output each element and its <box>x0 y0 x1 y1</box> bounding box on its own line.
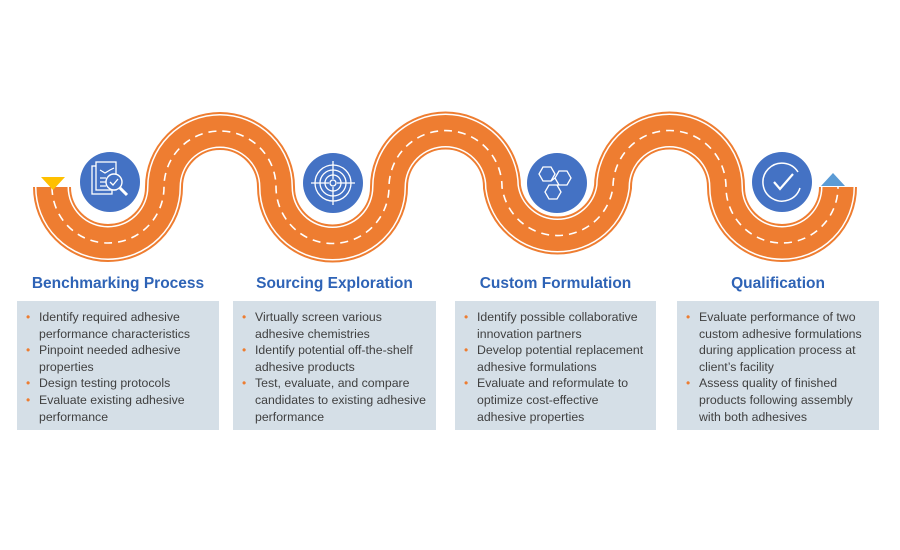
stage-title: Custom Formulation <box>479 275 632 292</box>
bullet-text: Evaluate performance of two custom adhes… <box>699 310 862 374</box>
road-center-dashes <box>51 129 839 245</box>
bullet-text: Evaluate and reformulate to optimize cos… <box>477 376 629 424</box>
stage-4: Qualification • Evaluate performance of tw… <box>677 270 879 435</box>
icon-circle <box>752 152 812 212</box>
bullet-item: • Evaluate performance of two custom adhe… <box>685 309 871 375</box>
bullet-item: • Design testing protocols <box>25 375 211 392</box>
bullet-dot-icon: • <box>464 310 469 324</box>
bullet-item: • Identify potential off-the-shelf adhesi… <box>241 342 428 375</box>
bullet-text: Identify potential off-the-shelf adhesiv… <box>255 343 413 374</box>
checkmark-circle-icon <box>752 152 812 212</box>
bullet-dot-icon: • <box>26 376 31 391</box>
bullet-text: Identify required adhesive performance c… <box>39 310 191 341</box>
bullet-text: Test, evaluate, and compare candidates t… <box>255 376 426 424</box>
bullet-text: Virtually screen various adhesive chemis… <box>255 310 382 341</box>
stage-1: Benchmarking Process • Identify required a… <box>17 270 219 435</box>
stage-title: Sourcing Exploration <box>256 275 413 292</box>
bullet-dot-icon: • <box>686 376 691 391</box>
bullet-item: • Test, evaluate, and compare candidates … <box>241 375 428 425</box>
stage-panel: • Virtually screen various adhesive chemi… <box>233 301 436 430</box>
bullet-list: • Identify possible collaborative innovat… <box>463 309 648 425</box>
stage-panel: • Identify required adhesive performance … <box>17 301 219 430</box>
bullet-dot-icon: • <box>242 310 247 324</box>
bullet-dot-icon: • <box>464 376 469 391</box>
bullet-dot-icon: • <box>26 392 31 407</box>
bullet-text: Pinpoint needed adhesive properties <box>39 343 181 374</box>
bullet-item: • Develop potential replacement adhesive … <box>463 342 648 375</box>
bullet-item: • Assess quality of finished products fol… <box>685 375 871 425</box>
bullet-item: • Evaluate existing adhesive performance <box>25 392 211 425</box>
bullet-dot-icon: • <box>26 310 31 324</box>
icon-circle <box>303 153 363 213</box>
target-crosshair-icon <box>303 153 363 213</box>
bullet-item: • Identify required adhesive performance … <box>25 309 211 342</box>
bullet-text: Design testing protocols <box>39 376 171 391</box>
stage-2: Sourcing Exploration • Virtually screen va… <box>233 270 436 435</box>
molecule-hexagon-icon <box>527 153 587 213</box>
bullet-dot-icon: • <box>26 343 31 358</box>
bullet-item: • Evaluate and reformulate to optimize co… <box>463 375 648 425</box>
bullet-list: • Identify required adhesive performance … <box>25 309 211 425</box>
bullet-text: Assess quality of finished products foll… <box>699 376 853 424</box>
bullet-item: • Identify possible collaborative innovat… <box>463 309 648 342</box>
bullet-text: Identify possible collaborative innovati… <box>477 310 638 341</box>
start-triangle <box>41 177 65 190</box>
stage-title: Qualification <box>731 275 825 292</box>
bullet-list: • Evaluate performance of two custom adhe… <box>685 309 871 425</box>
end-triangle <box>821 173 845 186</box>
bullet-list: • Virtually screen various adhesive chemi… <box>241 309 428 425</box>
icon-circle <box>527 153 587 213</box>
bullet-item: • Pinpoint needed adhesive properties <box>25 342 211 375</box>
bullet-dot-icon: • <box>686 310 691 324</box>
bullet-dot-icon: • <box>242 343 247 358</box>
bullet-dot-icon: • <box>242 376 247 391</box>
stage-3: Custom Formulation • Identify possible col… <box>455 270 656 435</box>
bullet-item: • Virtually screen various adhesive chemi… <box>241 309 428 342</box>
stage-panel: • Identify possible collaborative innovat… <box>455 301 656 430</box>
document-magnifier-icon <box>80 152 140 212</box>
bullet-text: Develop potential replacement adhesive f… <box>477 343 644 374</box>
bullet-text: Evaluate existing adhesive performance <box>39 392 185 424</box>
stage-panel: • Evaluate performance of two custom adhe… <box>677 301 879 430</box>
winding-road <box>33 111 857 263</box>
bullet-dot-icon: • <box>464 343 469 358</box>
stage-title: Benchmarking Process <box>31 275 205 292</box>
